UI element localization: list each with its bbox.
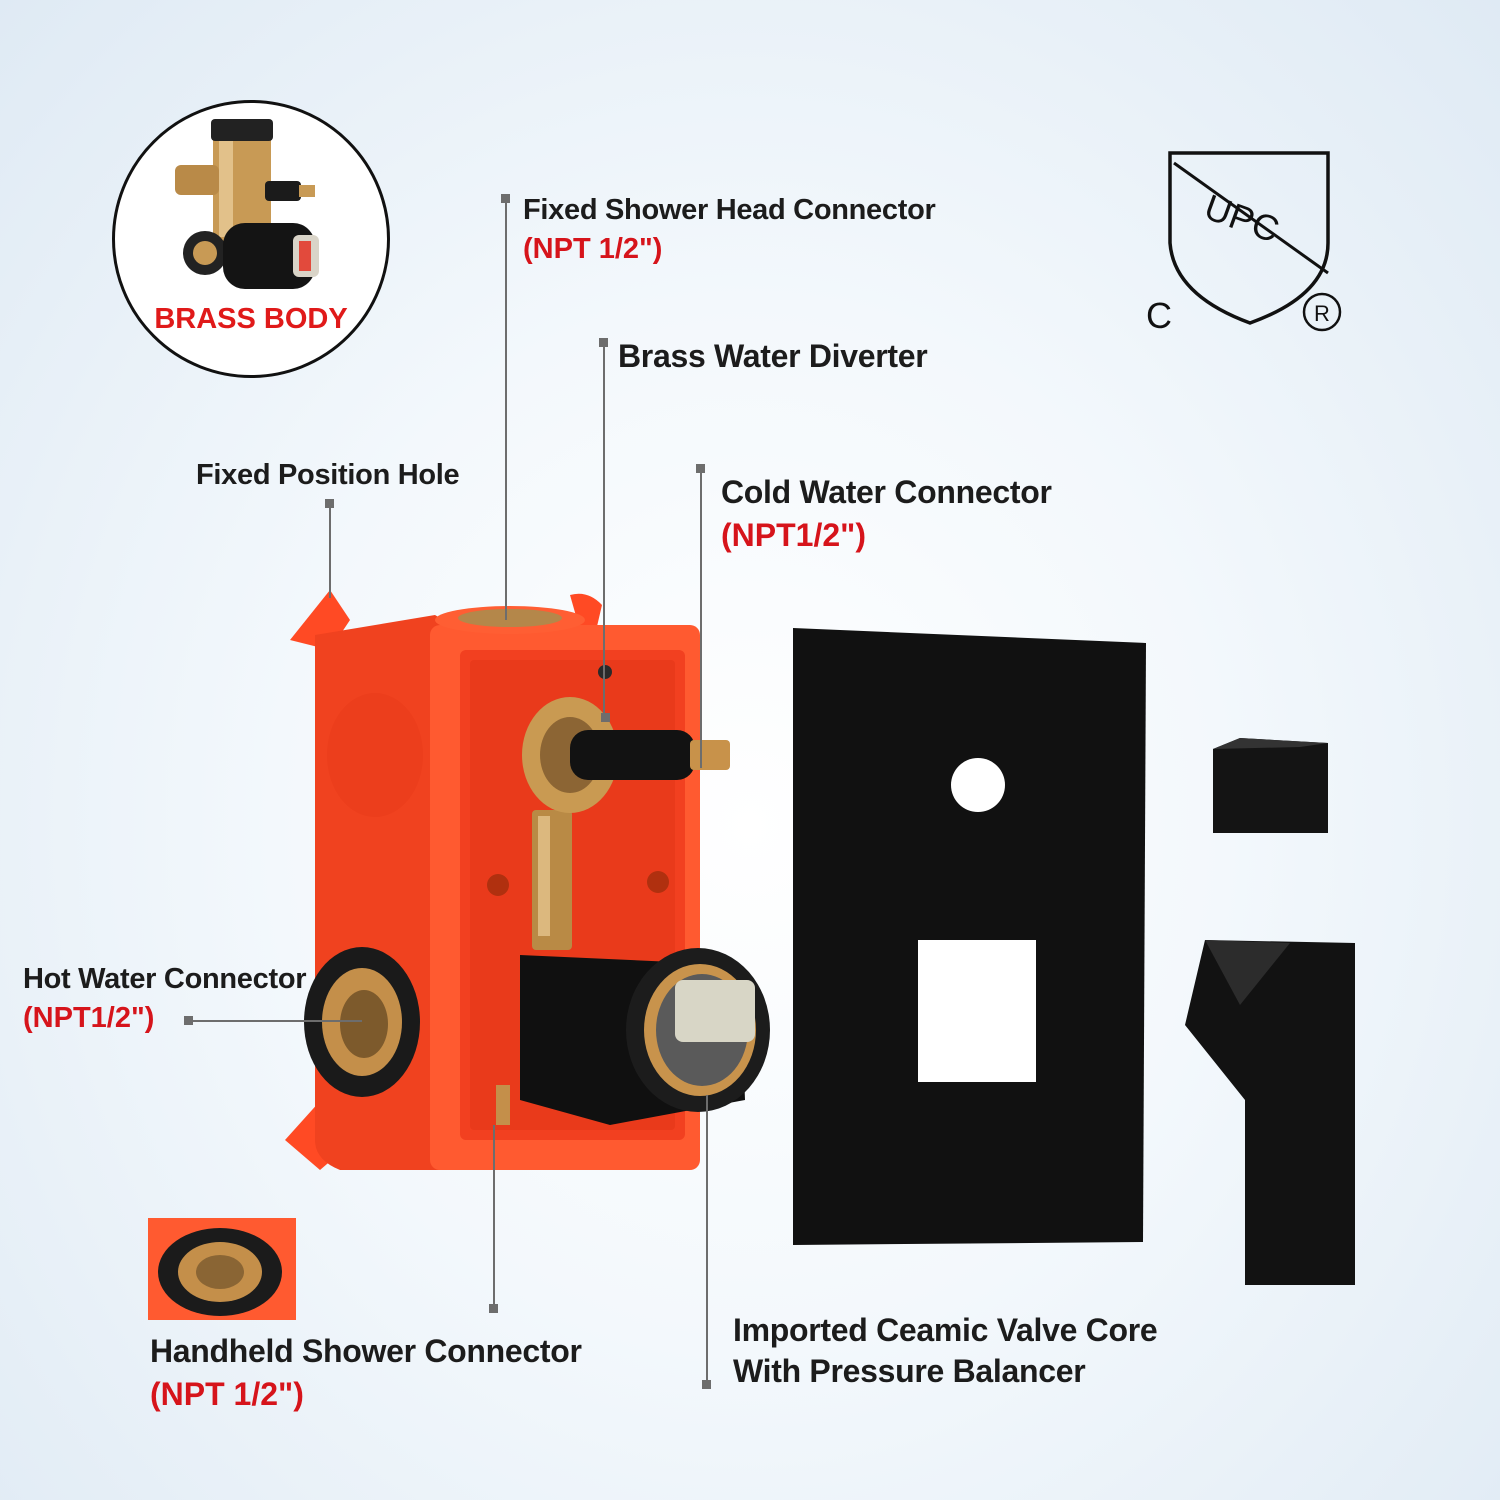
fixed-shower-head-spec: (NPT 1/2")	[523, 233, 663, 265]
leader-dot	[601, 713, 610, 722]
leader-dot	[702, 1380, 711, 1389]
leader-valve-core	[706, 1095, 708, 1385]
handheld-shower-label: Handheld Shower Connector	[150, 1333, 582, 1369]
handheld-shower-spec: (NPT 1/2")	[150, 1376, 304, 1412]
cold-water-spec: (NPT1/2")	[721, 517, 866, 553]
leader-hot-water	[190, 1020, 362, 1022]
cold-water-label: Cold Water Connector	[721, 474, 1052, 510]
leader-dot	[501, 194, 510, 203]
brass-body-label: BRASS BODY	[154, 303, 348, 335]
upc-text: UPC	[1199, 186, 1284, 251]
leader-dot	[489, 1304, 498, 1313]
fixed-position-hole-label: Fixed Position Hole	[196, 459, 460, 491]
lever-handle	[1185, 940, 1355, 1285]
handheld-connector-thumbnail	[148, 1218, 296, 1320]
hot-water-spec: (NPT1/2")	[23, 1002, 155, 1034]
upc-c-letter: C	[1146, 295, 1172, 336]
leader-handheld-shower	[493, 1125, 495, 1310]
fixed-shower-head-label: Fixed Shower Head Connector	[523, 194, 936, 226]
leader-dot	[184, 1016, 193, 1025]
leader-fixed-shower-head	[505, 198, 507, 620]
registered-letter: R	[1314, 301, 1330, 326]
leader-dot	[325, 499, 334, 508]
upc-certification-logo: UPC C R	[1146, 151, 1342, 336]
leader-brass-diverter	[603, 342, 605, 720]
trim-cover-plate	[793, 628, 1146, 1245]
registered-icon	[1302, 292, 1342, 332]
brass-valve-image	[175, 119, 319, 289]
rough-in-valve-box	[285, 590, 770, 1170]
leader-dot	[599, 338, 608, 347]
brass-body-badge: BRASS BODY	[112, 100, 390, 378]
hot-water-label: Hot Water Connector	[23, 963, 307, 995]
leader-fixed-position-hole	[329, 503, 331, 598]
valve-core-label-line1: Imported Ceamic Valve Core	[733, 1312, 1158, 1348]
valve-square-opening	[918, 940, 1036, 1082]
brass-diverter-label: Brass Water Diverter	[618, 338, 928, 374]
leader-dot	[696, 464, 705, 473]
leader-cold-water	[700, 470, 702, 768]
valve-core-label-line2: With Pressure Balancer	[733, 1353, 1086, 1389]
diverter-knob	[1213, 738, 1328, 833]
diverter-hole	[951, 758, 1005, 812]
